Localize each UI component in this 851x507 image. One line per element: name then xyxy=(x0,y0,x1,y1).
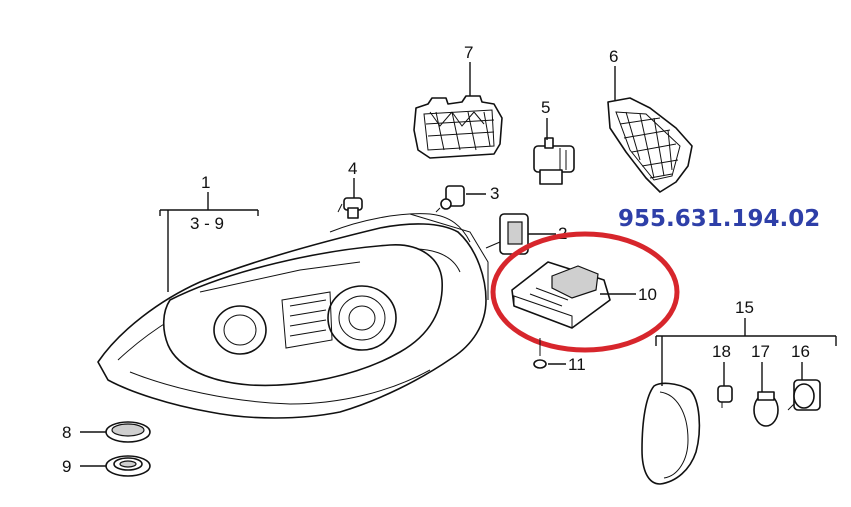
callout-4-label: 4 xyxy=(348,159,357,178)
headlight-assembly xyxy=(97,213,489,419)
callout-9-label: 9 xyxy=(62,457,71,476)
part-4-small-bulb xyxy=(337,197,363,219)
part-8-cap xyxy=(105,421,151,443)
callout-1-range-label: 3 - 9 xyxy=(190,214,224,233)
part-18-wedge-bulb xyxy=(717,385,733,408)
callout-8-label: 8 xyxy=(62,423,71,442)
callout-5-label: 5 xyxy=(541,98,550,117)
callout-3-label: 3 xyxy=(490,184,499,203)
callout-15-bracket xyxy=(655,318,837,386)
part-number-label: 955.631.194.02 xyxy=(618,206,820,232)
callout-17-label: 17 xyxy=(751,342,770,361)
part-10-control-module xyxy=(511,261,611,329)
highlight-ring xyxy=(490,231,680,353)
callout-11-label: 11 xyxy=(568,355,586,374)
callout-18-label: 18 xyxy=(712,342,731,361)
callout-7-label: 7 xyxy=(464,43,473,62)
callout-16-label: 16 xyxy=(791,342,810,361)
part-17-bulb xyxy=(753,391,779,427)
part-16-bulb-socket xyxy=(787,379,821,411)
part-6-mesh-grille xyxy=(607,97,693,193)
part-3-bulb xyxy=(435,185,465,213)
part-5-bulb-socket xyxy=(533,137,575,185)
part-9-seal-ring xyxy=(105,455,151,477)
callout-15-label: 15 xyxy=(735,298,754,317)
callout-1-label: 1 xyxy=(201,173,210,192)
callout-1-bracket xyxy=(159,192,259,292)
callout-6-label: 6 xyxy=(609,47,618,66)
part-15-side-marker xyxy=(641,382,701,485)
part-11-screw xyxy=(533,338,547,369)
part-7-grille-cover xyxy=(413,95,503,159)
part-2-igniter xyxy=(485,213,529,255)
callout-10-label: 10 xyxy=(638,285,657,304)
